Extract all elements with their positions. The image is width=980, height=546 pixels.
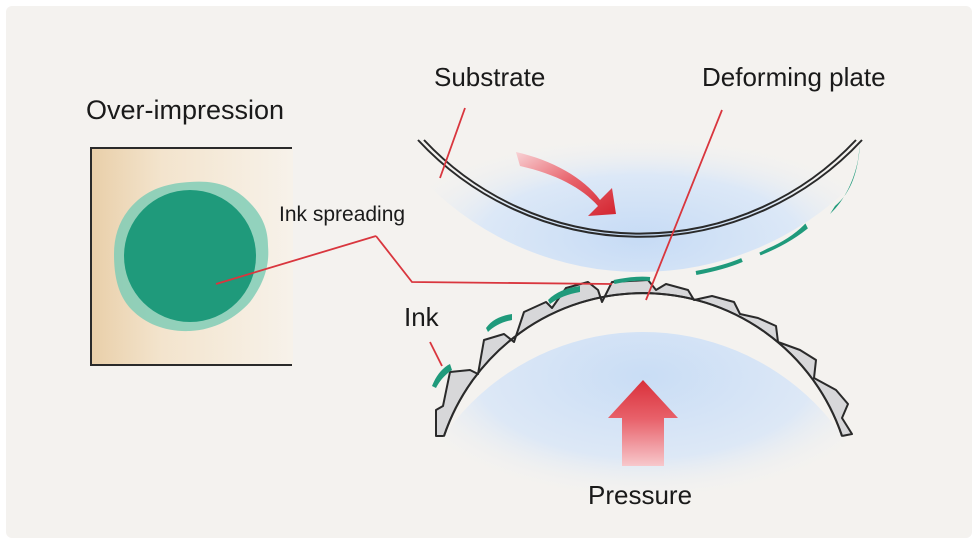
ink-spreading-leader-right [375, 235, 613, 285]
roller-outer-edge [417, 139, 863, 238]
ink-spreading-label: Ink spreading [279, 203, 406, 226]
ink-transfer-2 [759, 223, 808, 256]
deforming-plate-leader [645, 109, 723, 301]
substrate-web [423, 139, 857, 235]
substrate-label: Substrate [434, 62, 546, 92]
ink-spreading-leader-left [215, 235, 377, 285]
tooth-ink-3 [548, 286, 580, 304]
ink-leader [429, 341, 443, 367]
tooth-ink-4 [613, 276, 651, 284]
substrate-leader [439, 107, 466, 179]
paper-edge [90, 147, 292, 366]
deforming-plate-label: Deforming plate [702, 62, 886, 92]
ink-dot [124, 190, 256, 322]
ink-label: Ink [404, 302, 439, 332]
over-impression-panel [90, 147, 293, 366]
pressure-label: Pressure [588, 480, 693, 510]
ink-transfer-3 [695, 258, 743, 275]
over-impression-label: Over-impression [86, 95, 285, 125]
pressure-arrow [608, 380, 678, 466]
tooth-ink-1 [432, 364, 452, 388]
impression-roller [400, 90, 880, 275]
tooth-ink-2 [486, 314, 512, 332]
cylinder-inner-edge [443, 292, 843, 437]
rotation-arrow [516, 152, 616, 216]
